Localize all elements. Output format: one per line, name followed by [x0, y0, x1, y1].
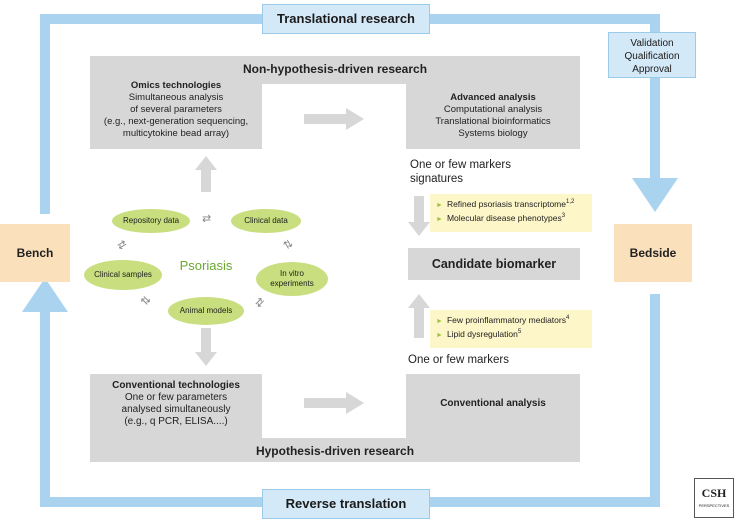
conventional-tech-line: analysed simultaneously: [121, 404, 231, 415]
loop-right-bar: [650, 14, 660, 184]
omics-block: Omics technologies Simultaneous analysis…: [92, 80, 260, 140]
psoriasis-label: Psoriasis: [179, 258, 233, 273]
exchange-icon: ⇄: [202, 213, 212, 225]
approval-line: Approval: [632, 64, 672, 75]
markers-signatures-line: One or few markers: [410, 159, 511, 171]
advanced-analysis-block: Advanced analysis Computational analysis…: [408, 92, 578, 140]
conventional-analysis: Conventional analysis: [440, 398, 546, 409]
loop-right-lower-bar: [650, 294, 660, 507]
conventional-to-analysis-arrow: [304, 392, 364, 414]
csh-logo-subtitle: PERSPECTIVES: [698, 503, 730, 508]
reverse-translation-label: Reverse translation: [262, 489, 430, 519]
psoriasis-to-conventional-arrow: [195, 328, 217, 366]
conventional-tech-line: One or few parameters: [124, 392, 228, 403]
omics-to-advanced-arrow: [304, 108, 364, 130]
validation-line: Validation: [630, 38, 674, 49]
exchange-icon: ⇅: [251, 295, 267, 311]
conventional-tech-block: Conventional technologies One or few par…: [92, 380, 260, 428]
csh-logo-mark: CSH: [701, 486, 727, 500]
lower-notes-box: ►Few proinflammatory mediators4 ►Lipid d…: [430, 310, 592, 348]
upper-note-row: ►Molecular disease phenotypes3: [436, 212, 586, 226]
advanced-title: Advanced analysis: [450, 92, 536, 103]
psoriasis-to-omics-arrow: [195, 156, 217, 192]
lower-note-ref: 4: [565, 315, 570, 322]
qualification-line: Qualification: [624, 51, 680, 62]
upper-note-text: Refined psoriasis transcriptome: [446, 199, 566, 209]
advanced-line: Translational bioinformatics: [435, 116, 551, 127]
bullet-triangle-icon: ►: [436, 332, 443, 339]
candidate-biomarker-box: Candidate biomarker: [408, 248, 580, 280]
markers-signatures-text: One or few markers signatures: [410, 158, 511, 186]
validation-box: Validation Qualification Approval: [608, 32, 696, 78]
one-or-few-markers-text: One or few markers: [408, 354, 509, 366]
loop-left-bar: [40, 294, 50, 507]
markers-to-candidate-arrow: [408, 294, 430, 338]
clinical-data-oval: Clinical data: [231, 209, 301, 233]
advanced-line: Computational analysis: [443, 104, 543, 115]
upper-note-ref: 1,2: [566, 199, 575, 206]
signatures-to-candidate-arrow: [408, 196, 430, 236]
bedside-box: Bedside: [614, 224, 692, 282]
csh-logo: CSH PERSPECTIVES: [694, 478, 734, 518]
exchange-icon: ⇅: [281, 237, 296, 253]
animal-models-oval: Animal models: [168, 297, 244, 325]
upper-note-text: Molecular disease phenotypes: [446, 213, 562, 223]
bench-box: Bench: [0, 224, 70, 282]
upper-note-ref: 3: [561, 213, 566, 220]
upper-note-row: ►Refined psoriasis transcriptome1,2: [436, 198, 586, 212]
bullet-triangle-icon: ►: [436, 202, 443, 209]
omics-line: (e.g., next-generation sequencing,: [103, 116, 249, 127]
bedside-arrowhead: [632, 178, 678, 212]
markers-signatures-line: signatures: [410, 173, 464, 185]
conventional-tech-title: Conventional technologies: [112, 380, 240, 391]
omics-line: multicytokine bead array): [122, 128, 230, 139]
bullet-triangle-icon: ►: [436, 216, 443, 223]
omics-title: Omics technologies: [130, 80, 222, 91]
non-hypothesis-title: Non-hypothesis-driven research: [242, 62, 428, 76]
upper-notes-box: ►Refined psoriasis transcriptome1,2 ►Mol…: [430, 194, 592, 232]
in-vitro-oval: In vitro experiments: [256, 262, 328, 296]
conventional-tech-line: (e.g., q PCR, ELISA....): [124, 416, 228, 427]
lower-note-text: Few proinflammatory mediators: [446, 315, 566, 325]
lower-note-text: Lipid dysregulation: [446, 329, 518, 339]
lower-note-row: ►Lipid dysregulation5: [436, 328, 586, 342]
lower-note-row: ►Few proinflammatory mediators4: [436, 314, 586, 328]
advanced-line: Systems biology: [458, 128, 528, 139]
repository-data-oval: Repository data: [112, 209, 190, 233]
lower-note-ref: 5: [517, 329, 522, 336]
hypothesis-title: Hypothesis-driven research: [255, 444, 415, 458]
omics-line: of several parameters: [130, 104, 222, 115]
loop-left-upper-bar: [40, 14, 50, 214]
bullet-triangle-icon: ►: [436, 318, 443, 325]
exchange-icon: ⇅: [138, 293, 154, 309]
translational-research-label: Translational research: [262, 4, 430, 34]
omics-line: Simultaneous analysis: [128, 92, 224, 103]
exchange-icon: ⇅: [113, 238, 129, 253]
bench-arrowhead: [22, 278, 68, 312]
clinical-samples-oval: Clinical samples: [84, 260, 162, 290]
